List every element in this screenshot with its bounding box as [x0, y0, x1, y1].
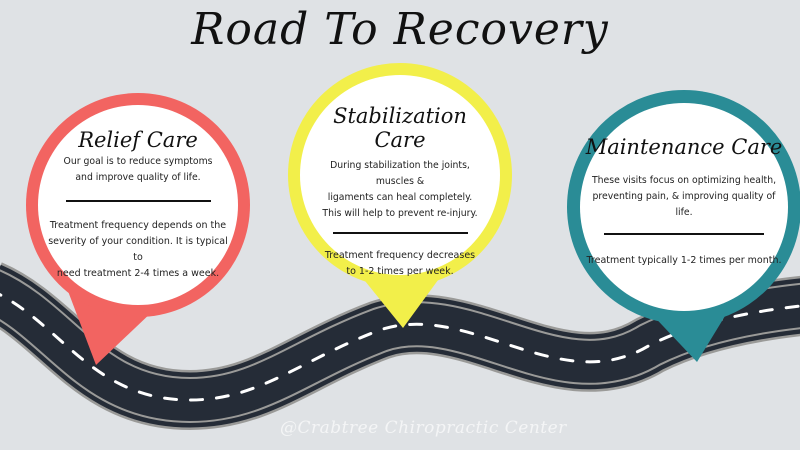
divider [65, 200, 211, 202]
relief-pin-icon [26, 93, 250, 365]
stabilization-pin-icon [288, 63, 512, 328]
stabilization-care-heading: Stabilization Care [333, 104, 467, 152]
stabilization-care-frequency: Treatment frequency decreases to 1-2 tim… [310, 248, 490, 280]
frequency-line: Treatment frequency depends on the [49, 220, 227, 231]
frequency-line: Treatment frequency decreases [324, 250, 476, 261]
maintenance-care-frequency: Treatment typically 1-2 times per month. [584, 253, 784, 269]
frequency-line: to 1-2 times per week. [346, 266, 454, 277]
stabilization-care-description: During stabilization the joints, muscles… [310, 158, 490, 222]
description-line: These visits focus on optimizing health, [591, 175, 777, 186]
description-line: Our goal is to reduce symptoms [63, 156, 213, 167]
relief-care-card: Relief Care Our goal is to reduce sympto… [48, 128, 228, 282]
page-title: Road To Recovery [191, 4, 609, 55]
description-line: preventing pain, & improving quality of … [592, 191, 776, 218]
relief-care-frequency: Treatment frequency depends on the sever… [48, 218, 228, 282]
frequency-line: Treatment typically 1-2 times per month. [586, 255, 782, 266]
maintenance-pin-icon [567, 90, 800, 362]
credit-watermark: @Crabtree Chiropractic Center [280, 418, 567, 438]
description-line: During stabilization the joints, muscles… [330, 160, 470, 187]
maintenance-care-description: These visits focus on optimizing health,… [584, 173, 784, 221]
description-line: This will help to prevent re-injury. [322, 208, 478, 219]
description-line: and improve quality of life. [75, 172, 201, 183]
maintenance-care-card: Maintenance Care These visits focus on o… [584, 135, 784, 269]
stabilization-care-card: Stabilization Care During stabilization … [310, 104, 490, 280]
divider [332, 232, 468, 234]
maintenance-care-heading: Maintenance Care [585, 135, 783, 159]
relief-care-description: Our goal is to reduce symptoms and impro… [48, 154, 228, 186]
divider [604, 233, 764, 235]
frequency-line: need treatment 2-4 times a week. [56, 268, 220, 279]
description-line: ligaments can heal completely. [327, 192, 473, 203]
relief-care-heading: Relief Care [78, 128, 198, 152]
frequency-line: severity of your condition. It is typica… [48, 236, 228, 263]
